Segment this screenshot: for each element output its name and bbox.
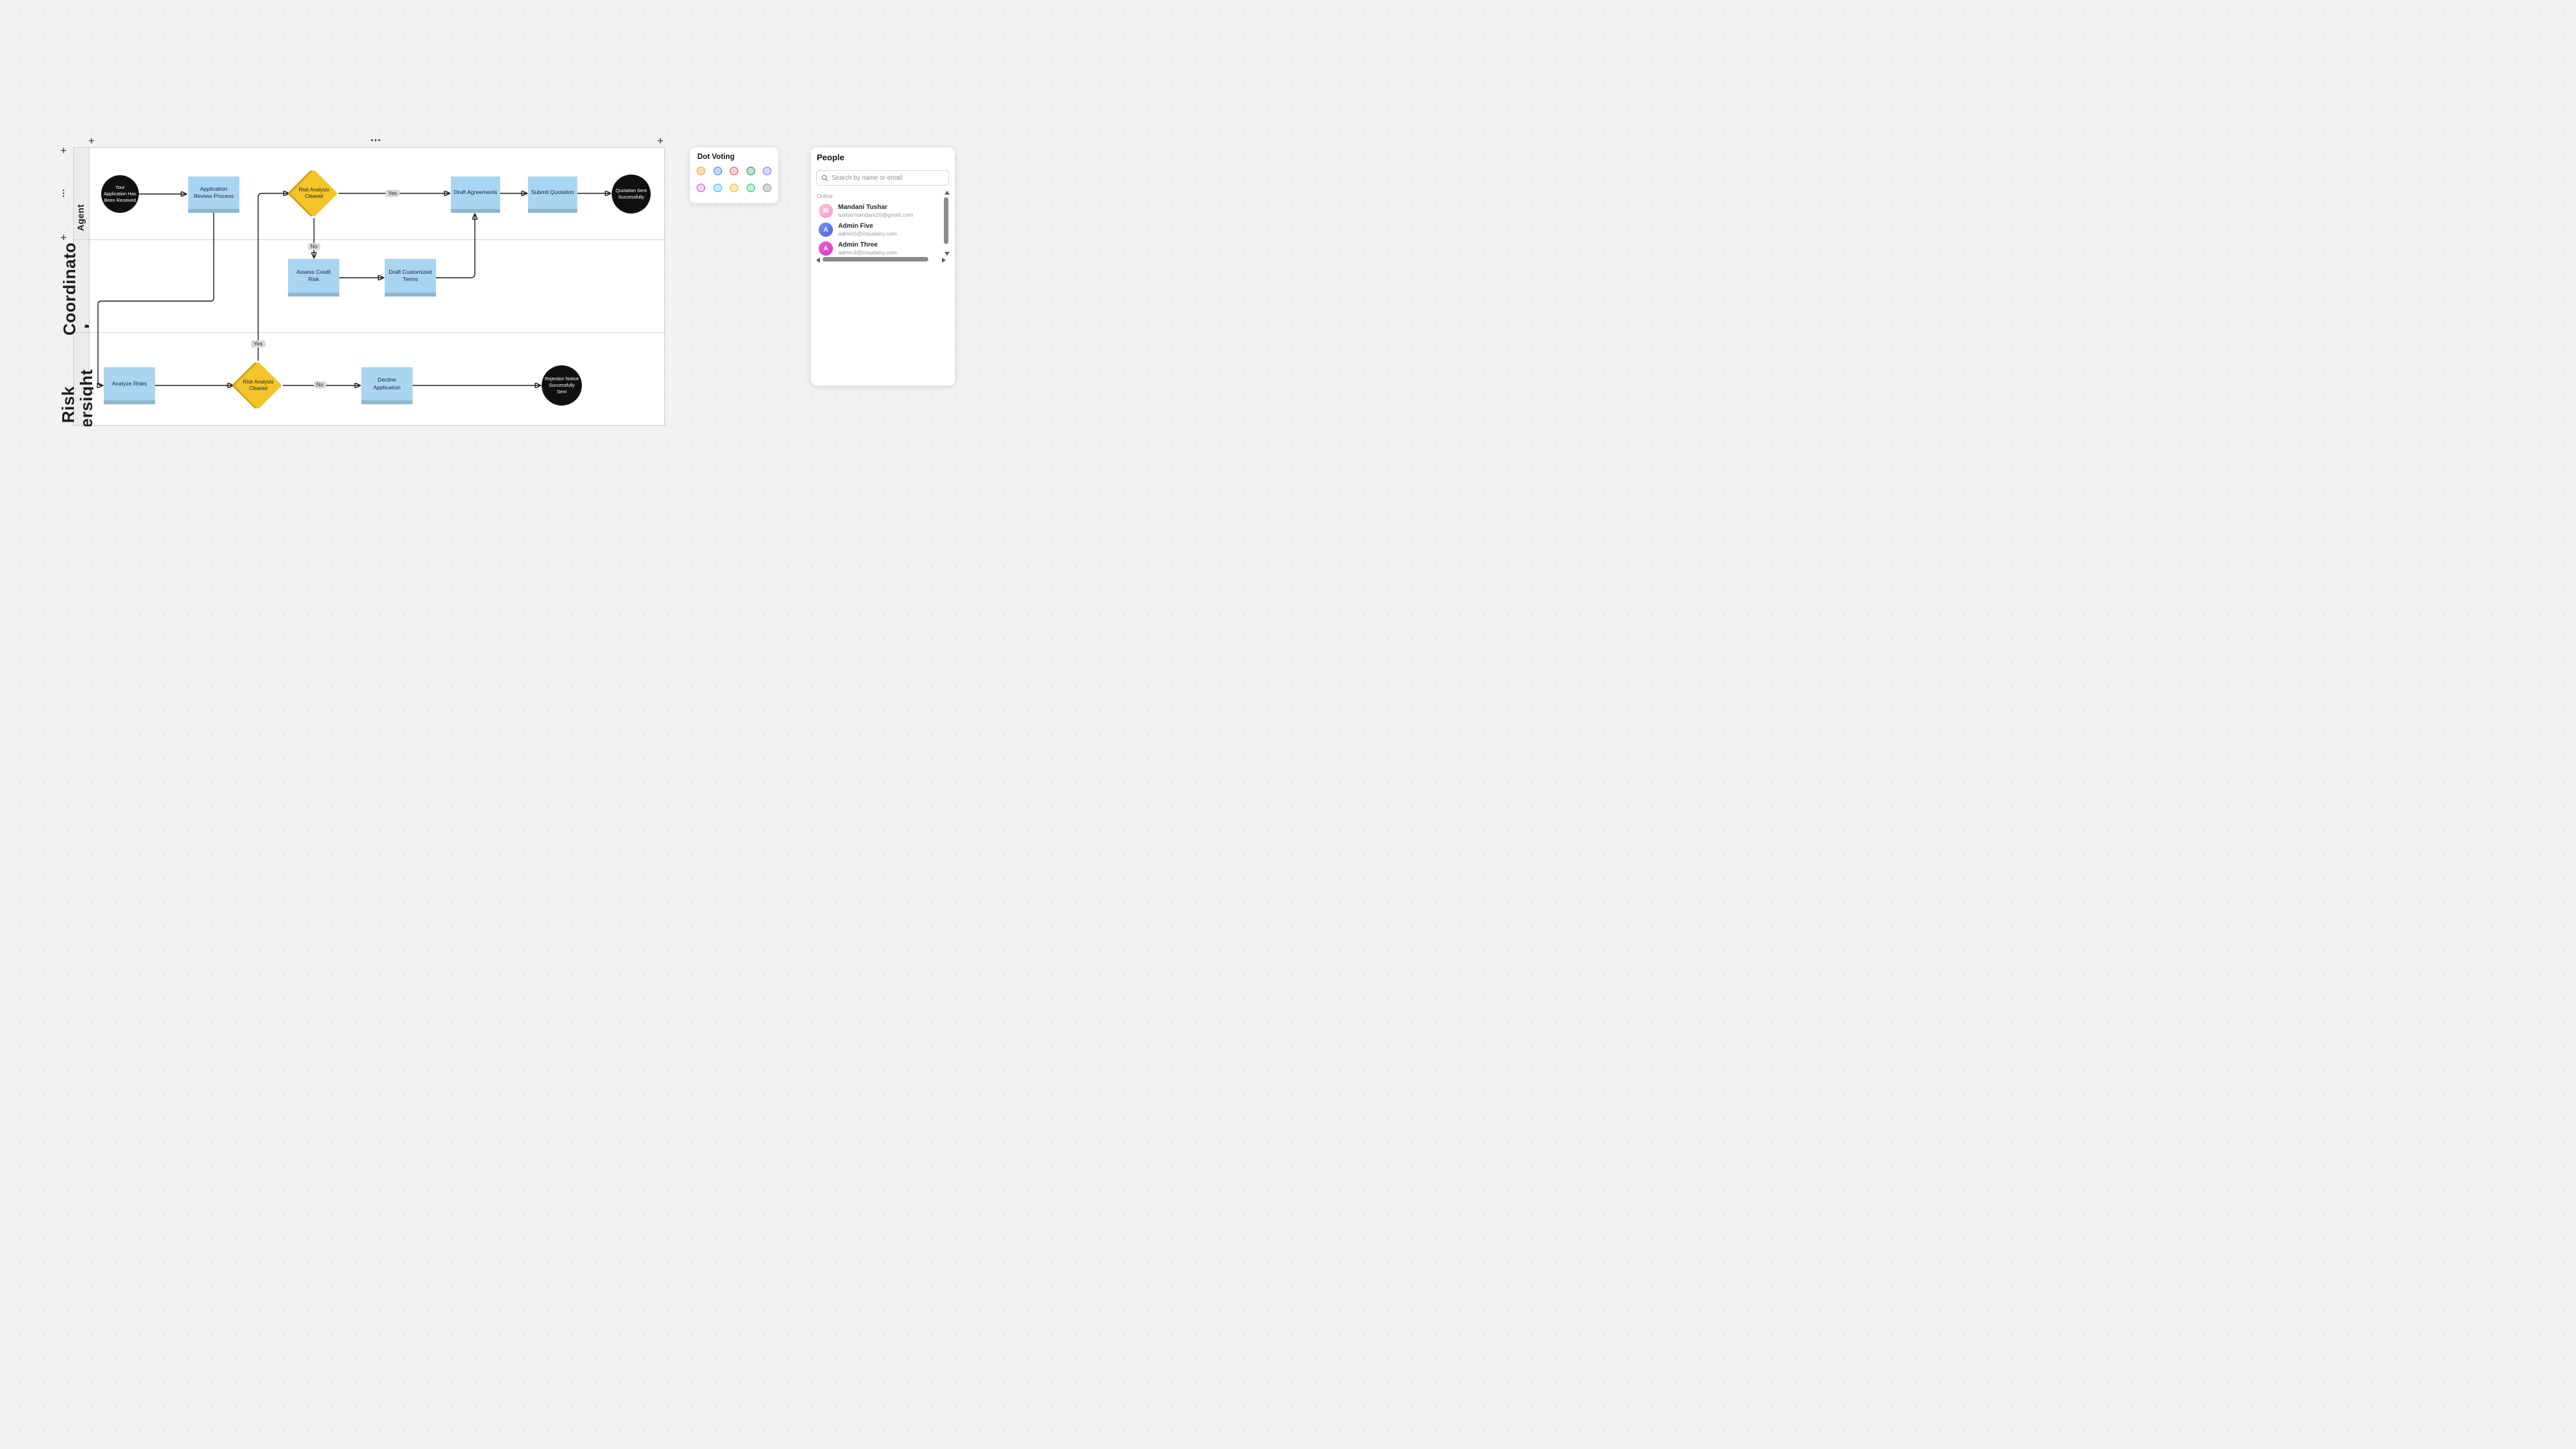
vote-dot-blue[interactable] — [710, 167, 722, 176]
node-submit-quotation[interactable]: Submit Quotation — [528, 177, 577, 213]
node-draft-agreements[interactable]: Draft Agreements — [451, 177, 500, 213]
scroll-left-icon[interactable] — [816, 258, 820, 263]
edge-label-yes-top[interactable]: Yes — [385, 189, 400, 197]
people-search[interactable] — [816, 170, 949, 186]
node-assess-credit-risk[interactable]: Assess Credit Risk — [288, 259, 339, 297]
edge-label-no-top[interactable]: No — [307, 243, 320, 250]
swimlane-frame: Agent Coordinato r Risk Oversight Yes No… — [58, 147, 666, 426]
vote-dot-emerald[interactable] — [743, 184, 755, 193]
person-email: admin5@cloudairy.com — [838, 230, 897, 237]
node-analyze-risks[interactable]: Analyze Risks — [104, 367, 155, 404]
node-draft-customized-terms[interactable]: Draft Customized Terms — [385, 259, 436, 297]
person-name: Admin Five — [838, 223, 873, 230]
vote-dot-orange[interactable] — [694, 167, 705, 176]
node-application-review-process[interactable]: Application Review Process — [188, 177, 239, 213]
node-quotation-sent-terminal[interactable]: Quotation Sent Successfully — [612, 175, 651, 213]
scroll-down-icon[interactable] — [945, 252, 950, 256]
vote-dot-magenta[interactable] — [694, 184, 705, 193]
lane-divider[interactable] — [74, 239, 664, 240]
node-rejection-sent-terminal[interactable]: Rejection Notice Successfully Sent — [542, 365, 582, 406]
people-title: People — [817, 152, 845, 162]
scroll-up-icon[interactable] — [945, 191, 950, 195]
add-lane-button-left-mid[interactable]: + — [60, 231, 67, 244]
vote-dot-gray[interactable] — [760, 184, 771, 193]
search-icon — [821, 175, 828, 181]
vertical-scrollbar-thumb[interactable] — [944, 197, 948, 244]
person-name: Mandani Tushar — [838, 204, 887, 211]
edge-label-yes-bottom[interactable]: Yes — [251, 340, 265, 348]
vertical-scrollbar[interactable] — [943, 191, 950, 256]
person-row-admin-three[interactable]: A Admin Three admin3@cloudairy.com — [811, 240, 941, 258]
person-name: Admin Three — [838, 241, 878, 249]
vote-dot-violet[interactable] — [760, 167, 771, 176]
vote-dot-green[interactable] — [743, 167, 755, 176]
add-lane-button-top-right[interactable]: + — [657, 134, 664, 147]
lane-header-strip — [74, 148, 90, 425]
dot-voting-panel: Dot Voting — [690, 147, 778, 203]
node-risk-analysis-cleared-bottom[interactable]: Risk Analysis Cleared — [234, 361, 282, 409]
person-email: admin3@cloudairy.com — [838, 249, 897, 256]
person-email: tusharmandani20@gmail.com — [838, 212, 913, 218]
lane-divider[interactable] — [74, 332, 664, 333]
online-section-label: Online — [817, 193, 833, 199]
avatar: M — [819, 204, 833, 218]
node-start-terminal[interactable]: Your Application Has Been Received — [101, 175, 139, 213]
person-row-mandani-tushar[interactable]: M Mandani Tushar tusharmandani20@gmail.c… — [811, 202, 941, 220]
lane-title-risk[interactable]: Risk — [58, 386, 78, 424]
scroll-right-icon[interactable] — [942, 258, 946, 263]
avatar: A — [819, 223, 833, 237]
dot-voting-title: Dot Voting — [697, 153, 735, 161]
people-panel: People Online M Mandani Tushar tusharman… — [811, 147, 955, 385]
node-decline-application[interactable]: Decline Application — [361, 367, 413, 404]
add-lane-button-top-left[interactable]: + — [88, 134, 95, 147]
vote-dot-cyan[interactable] — [710, 184, 722, 193]
connector-layer — [74, 148, 666, 426]
frame-menu-icon[interactable]: ••• — [370, 137, 382, 145]
avatar: A — [819, 241, 833, 256]
people-search-input[interactable] — [832, 174, 944, 182]
person-row-admin-five[interactable]: A Admin Five admin5@cloudairy.com — [811, 221, 941, 239]
lane-drag-handle-icon[interactable]: ⋮ — [59, 188, 68, 198]
edge-label-no-bottom[interactable]: No — [313, 381, 326, 389]
node-risk-analysis-cleared-top[interactable]: Risk Analysis Cleared — [290, 169, 338, 217]
vote-dot-yellow[interactable] — [727, 184, 738, 193]
add-lane-button-left-top[interactable]: + — [60, 144, 67, 157]
horizontal-scrollbar[interactable] — [816, 256, 946, 263]
horizontal-scrollbar-thumb[interactable] — [823, 257, 928, 262]
vote-dot-red[interactable] — [727, 167, 738, 176]
dot-voting-grid — [694, 167, 771, 193]
